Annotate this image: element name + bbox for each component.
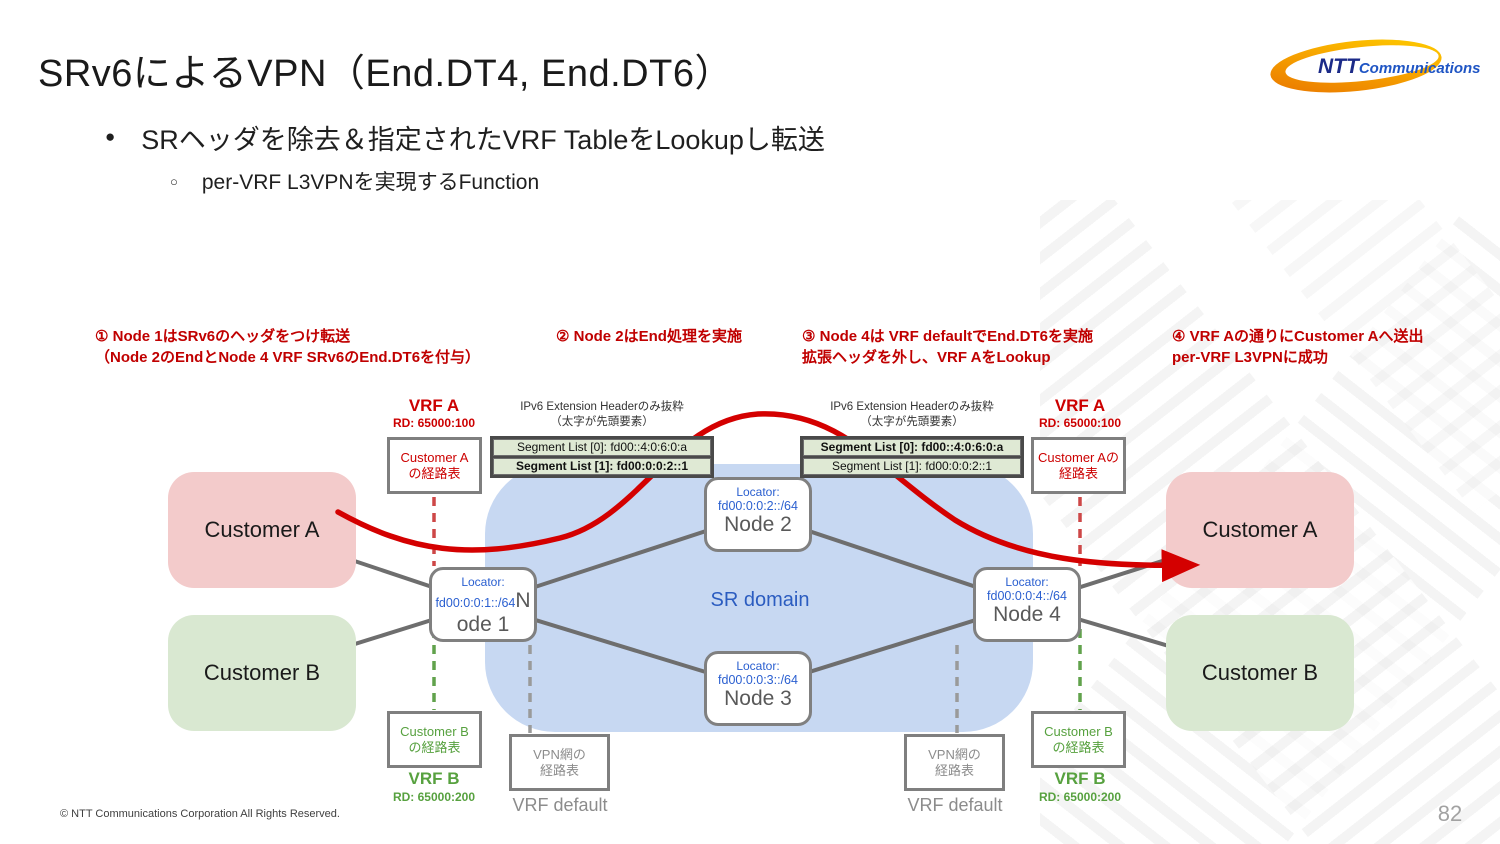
- annotation-line: ② Node 2はEnd処理を実施: [556, 328, 742, 345]
- route-table-customer-b-left: Customer B の経路表: [387, 711, 482, 768]
- route-table-line: Customer A: [400, 449, 469, 465]
- logo-ntt-text: NTT: [1318, 55, 1359, 78]
- annotation-step-1: ① Node 1はSRv6のヘッダをつけ転送 （Node 2のEndとNode …: [95, 326, 480, 368]
- route-table-line: Customer Aの: [1038, 449, 1119, 465]
- locator-text: fd00:0:0:3::/64: [718, 673, 798, 687]
- node-name: Node 4: [993, 603, 1061, 626]
- route-table-line: VPN網の: [533, 746, 586, 762]
- sub-bullet-line: ○ per-VRF L3VPNを実現するFunction: [170, 166, 539, 196]
- customer-b-right-box: Customer B: [1166, 615, 1354, 731]
- route-table-line: の経路表: [1052, 739, 1105, 755]
- bullet-line: ● SRヘッダを除去＆指定されたVRF TableをLookupし転送: [105, 118, 825, 157]
- node-locator-value: fd00:0:0:4::/64: [976, 589, 1078, 603]
- annotation-line: 拡張ヘッダを外し、VRF AをLookup: [802, 349, 1051, 366]
- vrf-b-left-rd: RD: 65000:200: [392, 790, 476, 804]
- annotation-step-2: ② Node 2はEnd処理を実施: [556, 326, 742, 347]
- customer-b-left-box: Customer B: [168, 615, 356, 731]
- route-table-customer-a-left: Customer A の経路表: [387, 437, 482, 494]
- annotation-line: per-VRF L3VPNに成功: [1172, 349, 1328, 366]
- bullet-marker: ●: [105, 126, 116, 146]
- page-number: 82: [1437, 801, 1463, 826]
- locator-text: fd00:0:0:1::/64: [435, 596, 516, 610]
- locator-text: fd00:0:0:2::/64: [718, 499, 798, 513]
- node-locator-label: Locator:: [736, 659, 780, 673]
- segment-list-header-right: IPv6 Extension Headerのみ抜粋 （太字が先頭要素）: [801, 400, 1023, 430]
- customer-b-left-label: Customer B: [203, 660, 321, 685]
- route-table-line: VPN網の: [928, 746, 981, 762]
- route-table-customer-a-right: Customer Aの 経路表: [1031, 437, 1126, 494]
- logo-swoosh-icon: [1270, 39, 1442, 93]
- node-locator-label: Locator:: [461, 575, 505, 589]
- node-name: Node 3: [724, 687, 792, 710]
- node-locator-value: fd00:0:0:3::/64: [707, 673, 809, 687]
- node-4-card: Locator: fd00:0:0:4::/64 Node 4: [973, 567, 1081, 642]
- segment-row-0: Segment List [0]: fd00::4:0:6:0:a: [803, 439, 1021, 456]
- route-table-line: 経路表: [1058, 465, 1098, 481]
- annotation-step-3: ③ Node 4は VRF defaultでEnd.DT6を実施 拡張ヘッダを外…: [802, 326, 1093, 368]
- annotation-line: ③ Node 4は VRF defaultでEnd.DT6を実施: [802, 328, 1093, 345]
- vrf-a-left-name: VRF A: [408, 396, 460, 415]
- node-2-card: Locator: fd00:0:0:2::/64 Node 2: [704, 477, 812, 552]
- customer-a-right-box: Customer A: [1166, 472, 1354, 588]
- node-locator-label: Locator:: [736, 485, 780, 499]
- segment-list-box-left: Segment List [0]: fd00::4:0:6:0:a Segmen…: [490, 436, 714, 478]
- node-locator-value: fd00:0:0:1::/64N: [432, 589, 534, 613]
- sub-bullet-text: per-VRF L3VPNを実現するFunction: [201, 171, 540, 194]
- locator-text: fd00:0:0:4::/64: [987, 589, 1067, 603]
- node-locator-label: Locator:: [1005, 575, 1049, 589]
- segment-row-0: Segment List [0]: fd00::4:0:6:0:a: [493, 439, 711, 456]
- node-name: ode 1: [456, 613, 510, 636]
- node-1-card: Locator: fd00:0:0:1::/64N ode 1: [429, 567, 537, 642]
- annotation-step-4: ④ VRF Aの通りにCustomer Aへ送出 per-VRF L3VPNに成…: [1172, 326, 1424, 368]
- segment-row-1: Segment List [1]: fd00:0:0:2::1: [493, 458, 711, 475]
- route-table-customer-b-right: Customer B の経路表: [1031, 711, 1126, 768]
- route-table-line: の経路表: [408, 465, 461, 481]
- vrf-default-left-label: VRF default: [512, 795, 608, 815]
- route-table-line: の経路表: [408, 739, 461, 755]
- slide-title: SRv6によるVPN（End.DT4, End.DT6）: [38, 53, 733, 95]
- node-locator-value: fd00:0:0:2::/64: [707, 499, 809, 513]
- segment-header-line: （太字が先頭要素）: [550, 416, 654, 428]
- vrf-a-right-rd: RD: 65000:100: [1038, 416, 1122, 430]
- vrf-default-right-label: VRF default: [907, 795, 1003, 815]
- logo-text: NTTCommunications: [1318, 55, 1481, 79]
- vrf-b-right-name: VRF B: [1054, 769, 1106, 788]
- annotation-line: ① Node 1はSRv6のヘッダをつけ転送: [95, 328, 351, 345]
- segment-list-box-right: Segment List [0]: fd00::4:0:6:0:a Segmen…: [800, 436, 1024, 478]
- segment-row-1: Segment List [1]: fd00:0:0:2::1: [803, 458, 1021, 475]
- vrf-b-right-rd: RD: 65000:200: [1038, 790, 1122, 804]
- bullet-text: SRヘッダを除去＆指定されたVRF TableをLookupし転送: [141, 125, 825, 155]
- route-table-vpn-left: VPN網の 経路表: [509, 734, 610, 791]
- route-table-line: 経路表: [539, 762, 579, 778]
- vrf-a-right-name: VRF A: [1054, 396, 1106, 415]
- route-table-vpn-right: VPN網の 経路表: [904, 734, 1005, 791]
- logo-communications-text: Communications: [1358, 60, 1481, 77]
- node-3-card: Locator: fd00:0:0:3::/64 Node 3: [704, 651, 812, 726]
- segment-header-line: （太字が先頭要素）: [860, 416, 964, 428]
- segment-header-line: IPv6 Extension Headerのみ抜粋: [830, 401, 994, 413]
- customer-a-left-box: Customer A: [168, 472, 356, 588]
- footer-copyright: © NTT Communications Corporation All Rig…: [60, 808, 340, 820]
- ntt-communications-logo: NTTCommunications: [1268, 36, 1481, 94]
- sr-domain-label: SR domain: [710, 589, 810, 611]
- vrf-a-left-rd: RD: 65000:100: [392, 416, 476, 430]
- segment-header-line: IPv6 Extension Headerのみ抜粋: [520, 401, 684, 413]
- annotation-line: ④ VRF Aの通りにCustomer Aへ送出: [1172, 328, 1424, 345]
- vrf-b-left-name: VRF B: [408, 769, 460, 788]
- annotation-line: （Node 2のEndとNode 4 VRF SRv6のEnd.DT6を付与）: [95, 349, 481, 366]
- segment-list-header-left: IPv6 Extension Headerのみ抜粋 （太字が先頭要素）: [491, 400, 713, 430]
- route-table-line: Customer B: [1044, 723, 1113, 739]
- node-name-wrap-head: N: [515, 589, 531, 612]
- route-table-line: 経路表: [934, 762, 974, 778]
- node-name: Node 2: [724, 513, 792, 536]
- customer-b-right-label: Customer B: [1201, 660, 1319, 685]
- customer-a-right-label: Customer A: [1202, 517, 1318, 542]
- sub-bullet-marker: ○: [170, 173, 178, 189]
- route-table-line: Customer B: [400, 723, 469, 739]
- customer-a-left-label: Customer A: [204, 517, 320, 542]
